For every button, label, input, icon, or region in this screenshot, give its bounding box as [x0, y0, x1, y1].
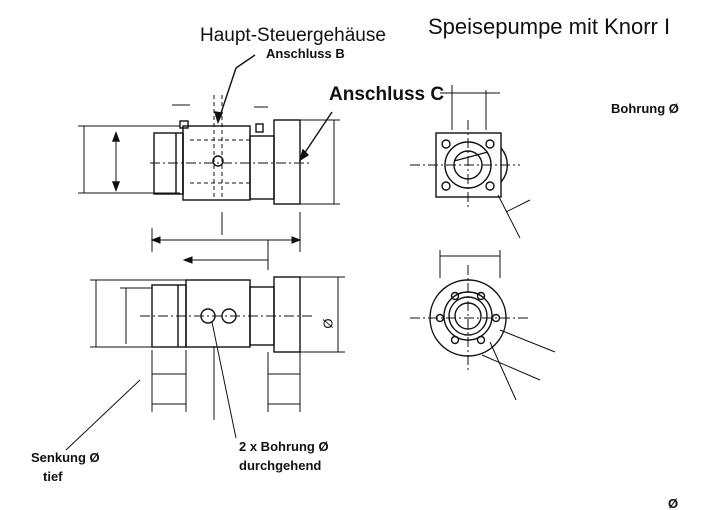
drawing-title: Speisepumpe mit Knorr I: [428, 14, 671, 39]
label-countersink: Senkung Ø: [31, 450, 100, 465]
diameter-mark: Ø: [320, 318, 336, 329]
end-view-round: [410, 250, 556, 401]
main-body-bottom: [185, 279, 251, 348]
port-b-stub: [179, 120, 189, 129]
corner-mark: Ø: [668, 496, 679, 510]
neck-top: [249, 135, 275, 200]
right-flange-bottom: [273, 276, 301, 353]
right-flange-top: [273, 119, 301, 205]
label-port-c: Anschluss C: [329, 84, 445, 105]
label-port-b: Anschluss B: [266, 46, 345, 61]
label-countersink-depth: tief: [43, 469, 63, 484]
length-dimension: [150, 212, 302, 270]
port-c-stub: [255, 123, 264, 133]
cross-hole-top: [212, 155, 224, 167]
label-through: durchgehend: [239, 458, 322, 473]
end-view-square: [410, 85, 531, 239]
side-view-top: [78, 54, 340, 205]
label-through-holes: 2 x Bohrung Ø: [239, 439, 329, 454]
label-bore: Bohrung Ø: [611, 101, 679, 116]
label-housing: Haupt-Steuergehäuse: [200, 25, 386, 46]
side-view-bottom: [65, 276, 345, 451]
